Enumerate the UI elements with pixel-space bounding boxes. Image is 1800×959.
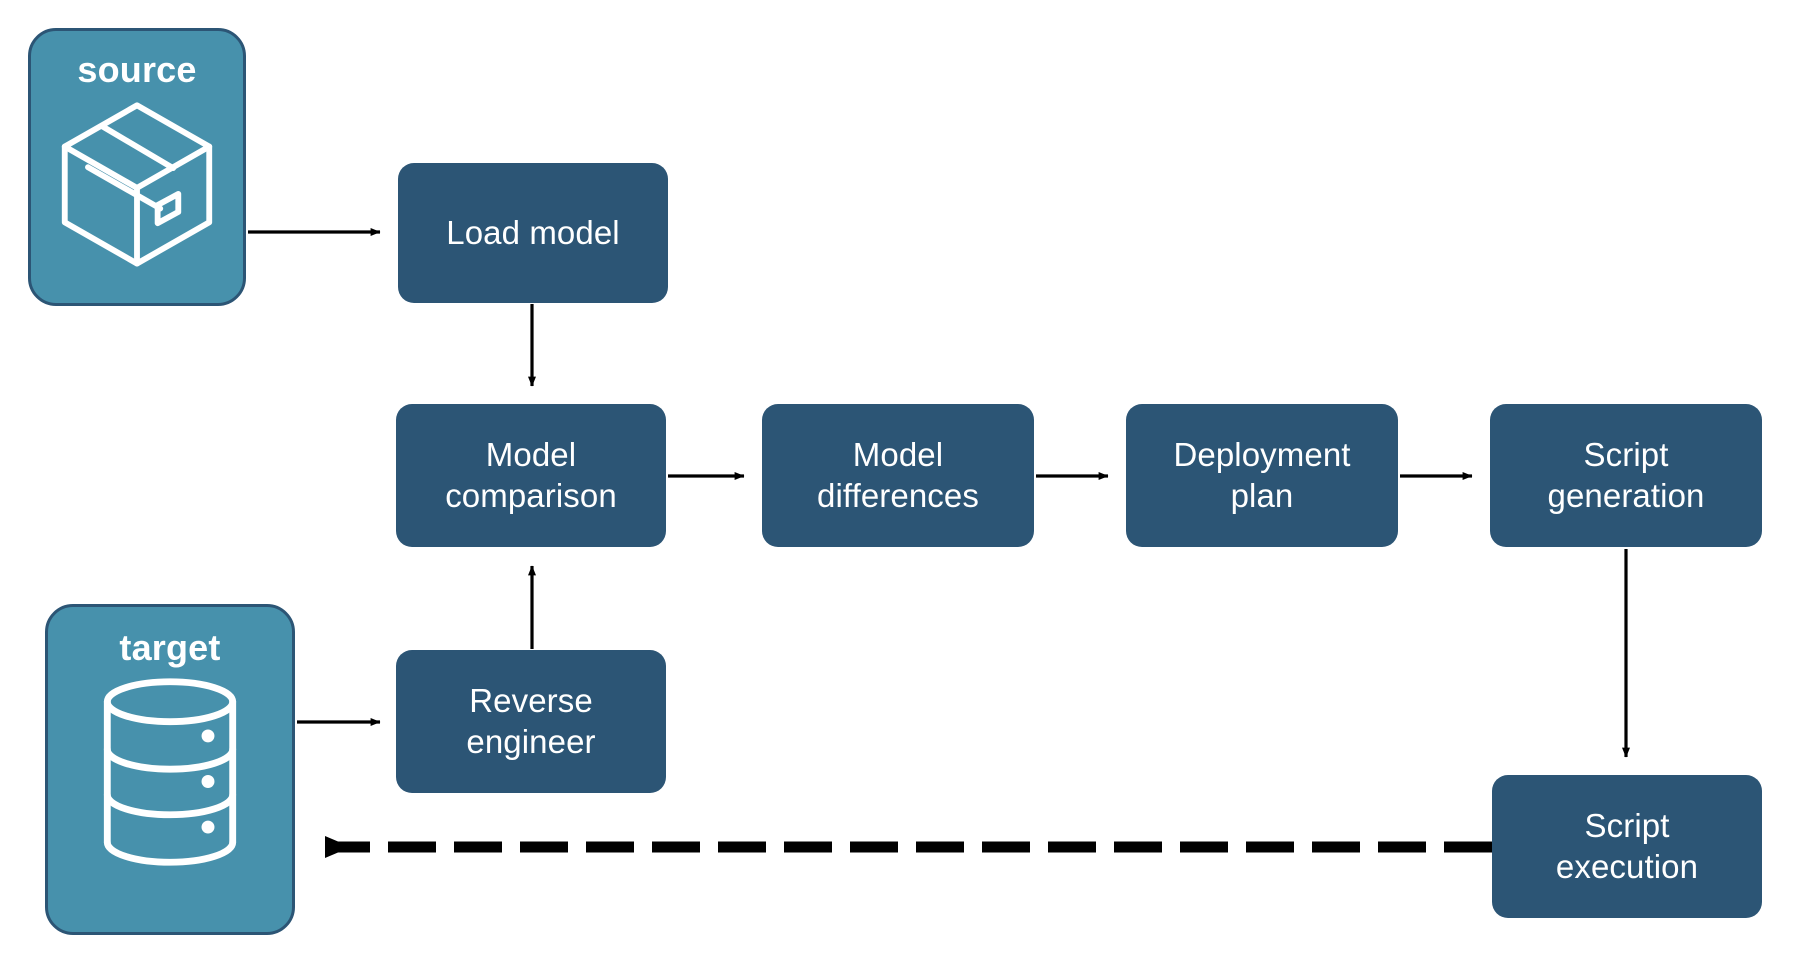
process-node-script-generation[interactable]: Script generation — [1490, 404, 1762, 547]
endpoint-label-source: source — [77, 49, 197, 90]
package-box-icon — [51, 95, 223, 272]
process-label-script-generation: Script generation — [1547, 436, 1705, 514]
database-status-dots — [201, 729, 215, 834]
process-label-model-comparison: Model comparison — [445, 436, 617, 514]
process-node-reverse-engineer[interactable]: Reverse engineer — [396, 650, 666, 793]
process-label-load-model: Load model — [446, 213, 620, 251]
endpoint-node-target[interactable]: target — [45, 604, 295, 935]
process-node-deployment-plan[interactable]: Deployment plan — [1126, 404, 1398, 547]
process-label-script-execution: Script execution — [1555, 807, 1699, 885]
process-node-script-execution[interactable]: Script execution — [1492, 775, 1762, 918]
process-label-deployment-plan: Deployment plan — [1173, 436, 1351, 514]
database-cylinder-icon — [94, 677, 246, 872]
process-node-load-model[interactable]: Load model — [398, 163, 668, 303]
endpoint-label-target: target — [119, 627, 221, 668]
process-node-model-differences[interactable]: Model differences — [762, 404, 1034, 547]
process-node-model-comparison[interactable]: Model comparison — [396, 404, 666, 547]
process-label-reverse-engineer: Reverse engineer — [466, 682, 596, 760]
process-label-model-differences: Model differences — [817, 436, 979, 514]
endpoint-node-source[interactable]: source — [28, 28, 246, 306]
